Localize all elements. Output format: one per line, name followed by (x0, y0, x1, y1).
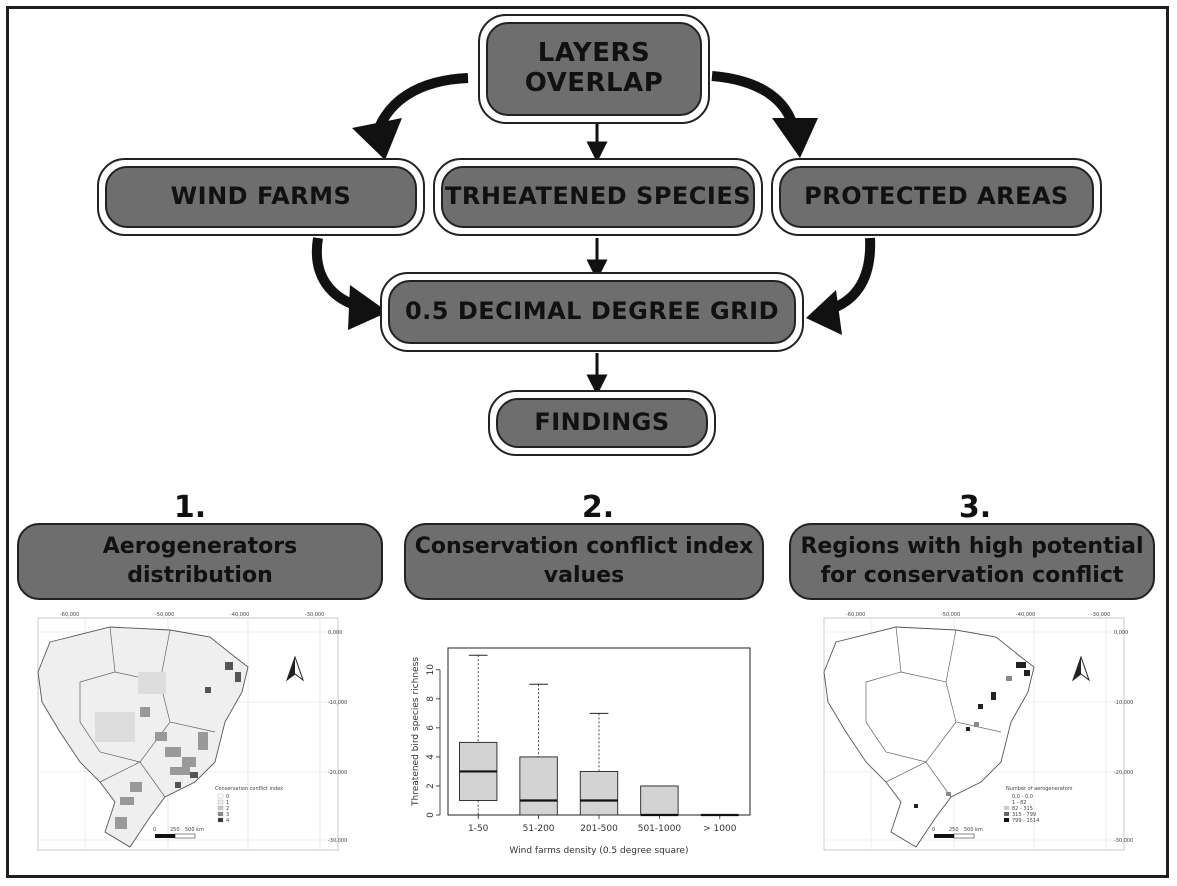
map3-lon-label: -50,000 (941, 612, 960, 618)
map3-lat-label: 0,000 (1114, 630, 1128, 636)
map3-legend-title: Number of aerogenerators (1006, 786, 1073, 792)
findings-node: FINDINGS (488, 390, 716, 456)
arrow-top-to-protected-head (772, 118, 818, 158)
boxplot-x-tick-label: > 1000 (703, 824, 737, 834)
map1-lon-label: -50,000 (155, 612, 174, 618)
map1-scale-bar (155, 834, 175, 838)
map1-legend-item: 3 (226, 812, 229, 818)
boxplot-y-tick-label: 8 (426, 696, 436, 702)
boxplot-box (519, 756, 558, 816)
map1-scale-label: 0 (153, 827, 156, 833)
map1-legend: 0 1 2 3 4 (217, 793, 229, 824)
map1-legend-item: 4 (226, 818, 229, 824)
step-1-title: Aerogenerators distribution (17, 523, 383, 600)
step-1-number: 1. (173, 490, 207, 525)
species-node: TRHEATENED SPECIES (433, 158, 763, 236)
layers-overlap-node: LAYERS OVERLAP (478, 14, 710, 124)
layers-overlap-label: LAYERS OVERLAP (486, 22, 702, 116)
boxplot-y-tick-label: 10 (426, 664, 436, 676)
step-2-number: 2. (581, 490, 615, 525)
map1-legend-item: 1 (226, 800, 229, 806)
map3-lat-label: -30,000 (1114, 838, 1133, 844)
map1-lat-label: -20,000 (328, 770, 347, 776)
map1-lon-label: -60,000 (60, 612, 79, 618)
outer-frame (6, 6, 1169, 878)
boxplot-x-tick-label: 51-200 (523, 824, 555, 834)
boxplot-box (640, 785, 679, 816)
grid-node: 0.5 DECIMAL DEGREE GRID (380, 272, 804, 352)
map1-legend-title: Conservation conflict index (215, 786, 283, 792)
wind-farms-label: WIND FARMS (105, 166, 417, 228)
boxplot-xlabel: Wind farms density (0.5 degree square) (509, 846, 688, 856)
arrow-windfarms-to-grid-head (348, 285, 388, 330)
boxplot-box (579, 770, 619, 816)
map3-lon-label: -60,000 (846, 612, 865, 618)
map1-scale-label: 500 km (185, 827, 204, 833)
map3-legend-item: 82 - 315 (1012, 806, 1033, 812)
map3-lon-label: -40,000 (1016, 612, 1035, 618)
map3-legend-item: 799 - 1514 (1012, 818, 1039, 824)
map3-lat-label: -20,000 (1114, 770, 1133, 776)
map1-lon-label: -30,000 (305, 612, 324, 618)
map1-lat-label: -30,000 (328, 838, 347, 844)
arrow-protected-to-grid-head (806, 290, 842, 335)
boxplot-ylabel: Threatened bird species richness (411, 657, 421, 807)
boxplot-x-tick-label: 1-50 (468, 824, 489, 834)
findings-label: FINDINGS (496, 398, 708, 448)
map3-scale-label: 250 (949, 827, 959, 833)
boxplot-x-tick-label: 501-1000 (638, 824, 682, 834)
map3-scale-label: 0 (932, 827, 935, 833)
map1-legend-item: 0 (226, 794, 229, 800)
boxplot-x-tick-label: 201-500 (580, 824, 618, 834)
map3-scale-label: 500 km (964, 827, 983, 833)
step-3-title: Regions with high potential for conserva… (789, 523, 1155, 600)
map3-lat-label: -10,000 (1114, 700, 1133, 706)
boxplot-y-tick-label: 6 (426, 725, 436, 731)
map3-scale-bar (934, 834, 954, 838)
protected-areas-node: PROTECTED AREAS (771, 158, 1102, 236)
map3-legend-item: 0,0 - 0,0 (1012, 794, 1033, 800)
map3-legend-item: 315 - 799 (1012, 812, 1036, 818)
map3-legend-item: 1 - 82 (1012, 800, 1027, 806)
step-3-number: 3. (958, 490, 992, 525)
map1-lon-label: -40,000 (230, 612, 249, 618)
map3-legend: 0,0 - 0,0 1 - 82 82 - 315 315 - 799 799 … (1004, 794, 1039, 824)
boxplot-y-tick-label: 2 (426, 783, 436, 789)
step-2-title: Conservation conflict index values (404, 523, 764, 600)
boxplot-y-tick-label: 0 (426, 812, 436, 818)
boxplot-y-tick-label: 4 (426, 754, 436, 760)
protected-areas-label: PROTECTED AREAS (779, 166, 1094, 228)
map1-lat-label: 0,000 (328, 630, 342, 636)
wind-farms-node: WIND FARMS (97, 158, 425, 236)
species-label: TRHEATENED SPECIES (441, 166, 755, 228)
arrow-top-to-windfarms-head (352, 118, 402, 160)
map3-lon-label: -30,000 (1091, 612, 1110, 618)
grid-label: 0.5 DECIMAL DEGREE GRID (388, 280, 796, 344)
map1-lat-label: -10,000 (328, 700, 347, 706)
map1-legend-item: 2 (226, 806, 229, 812)
map1-scale-label: 250 (170, 827, 180, 833)
